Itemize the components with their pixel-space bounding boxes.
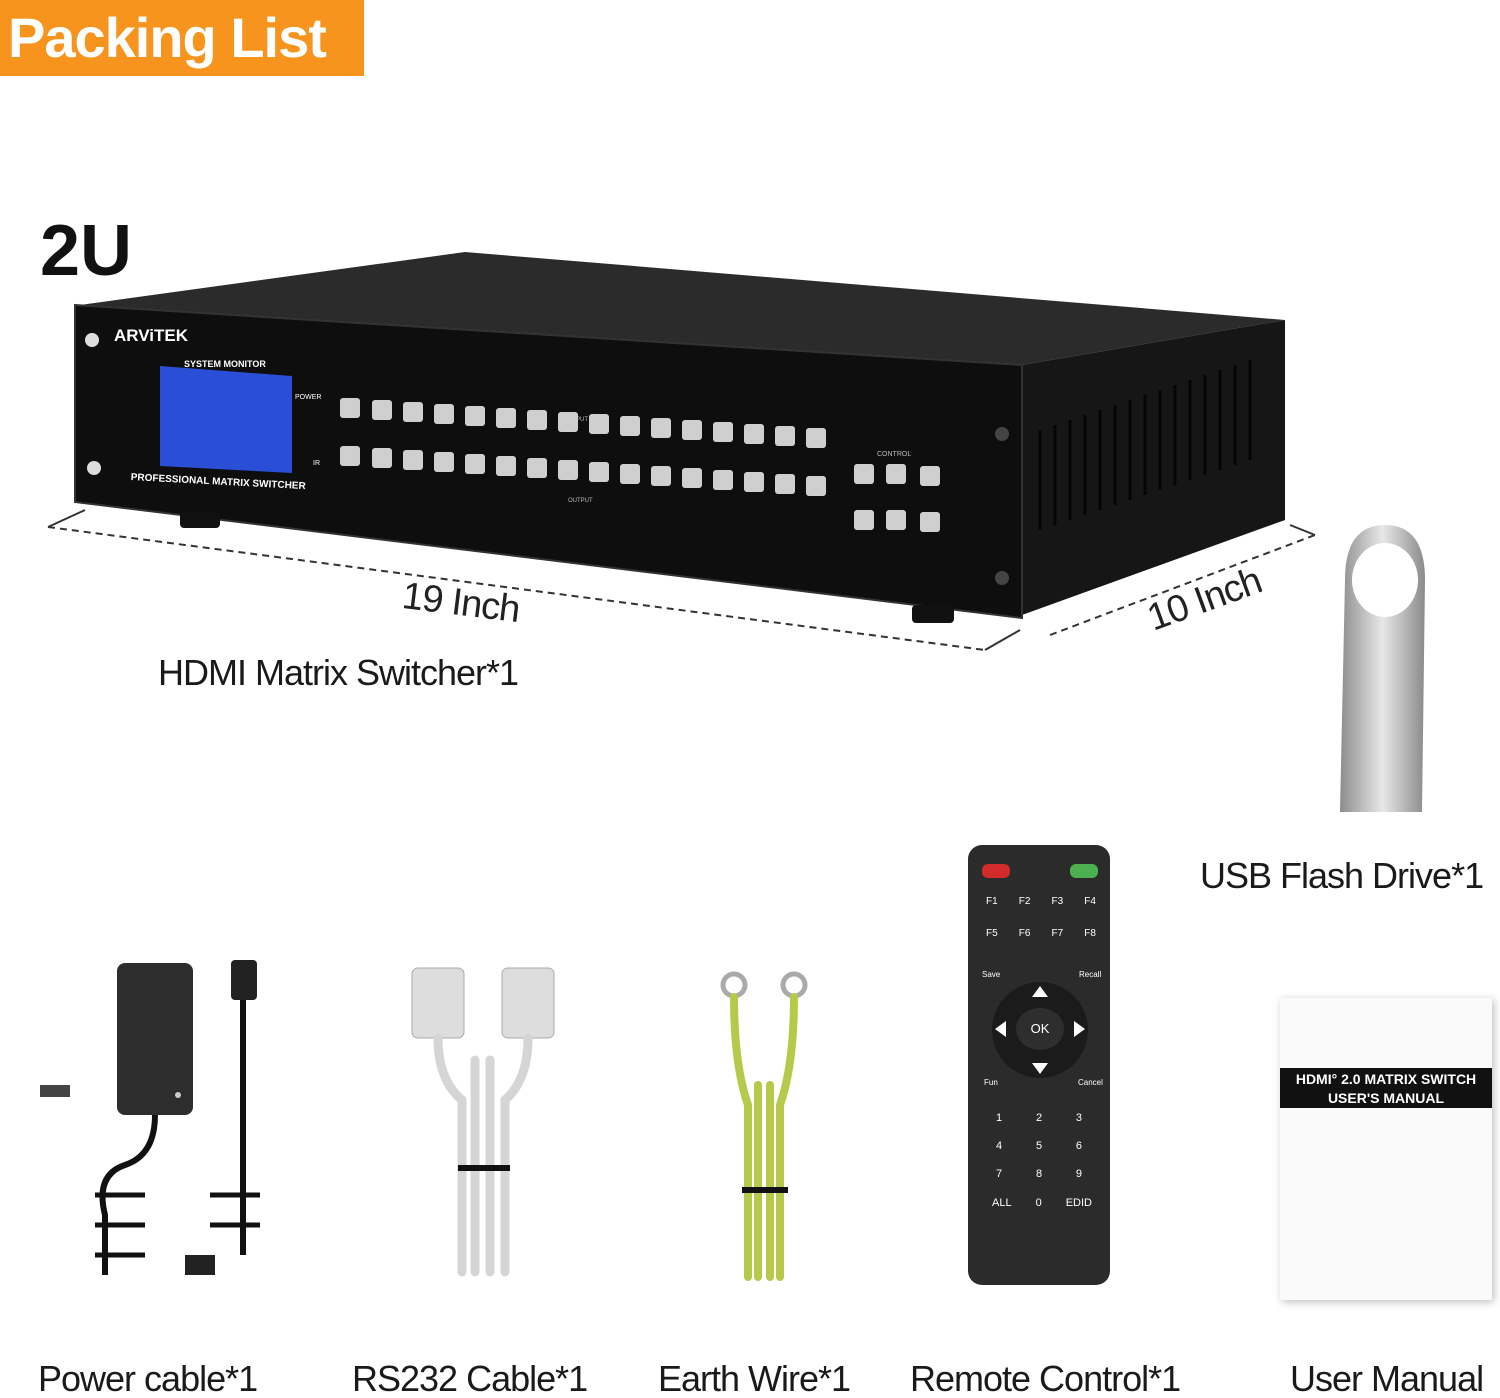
remote-key-1: 1: [996, 1112, 1003, 1124]
control-label: CONTROL: [877, 451, 912, 458]
remote-up-arrow-icon: [1032, 986, 1048, 997]
remote-down-arrow-icon: [1032, 1063, 1048, 1074]
remote-key-f4: F4: [1084, 896, 1096, 907]
remote-key-f1: F1: [986, 896, 998, 907]
manual-title-band: [1280, 1068, 1492, 1108]
dimension-lines: [47, 509, 1316, 651]
rs232-cable-image: [411, 967, 555, 1277]
manual-cover-line-1: HDMI° 2.0 MATRIX SWITCH: [1295, 1071, 1477, 1087]
remote-key-5: 5: [1035, 1140, 1043, 1152]
remote-key-7: 7: [996, 1168, 1003, 1180]
remote-left-arrow-icon: [995, 1021, 1006, 1037]
monitor-label: SYSTEM MONITOR: [184, 359, 266, 369]
power-label: POWER: [295, 394, 322, 401]
remote-key-all: ALL: [992, 1197, 1012, 1209]
usb-flash-drive-image: [1340, 525, 1425, 812]
remote-key-recall: Recall: [1079, 970, 1102, 979]
output-label: OUTPUT: [568, 498, 593, 504]
remote-power-icon: [982, 864, 1010, 878]
power-cable-image: [40, 960, 260, 1275]
earth-wire-image: [720, 971, 808, 1281]
remote-key-f7: F7: [1051, 928, 1064, 939]
remote-key-f5: F5: [986, 928, 998, 939]
user-manual-image: [1280, 998, 1492, 1300]
remote-key-edid: EDID: [1065, 1197, 1092, 1209]
remote-key-ok: OK: [1016, 1008, 1064, 1050]
remote-key-f3: F3: [1051, 896, 1064, 907]
remote-key-9: 9: [1075, 1168, 1082, 1180]
remote-key-6: 6: [1075, 1140, 1082, 1152]
input-label: INPUT: [570, 417, 588, 423]
remote-key-save: Save: [982, 970, 1001, 979]
rack-size-label: 2U: [40, 211, 133, 291]
brand-logo-text: ARViTEK: [114, 326, 189, 345]
remote-key-2: 2: [1035, 1112, 1043, 1124]
remote-right-arrow-icon: [1074, 1021, 1085, 1037]
remote-key-8: 8: [1035, 1168, 1043, 1180]
remote-key-0: 0: [1035, 1197, 1042, 1209]
caption-power-cable: Power cable*1: [38, 1358, 258, 1398]
remote-key-f6: F6: [1018, 928, 1031, 939]
remote-key-4: 4: [996, 1140, 1003, 1152]
caption-rs232-cable: RS232 Cable*1: [352, 1358, 588, 1398]
manual-cover-line-2: USER'S MANUAL: [1327, 1090, 1445, 1106]
caption-usb-flash-drive: USB Flash Drive*1: [1200, 855, 1484, 896]
caption-earth-wire: Earth Wire*1: [658, 1358, 851, 1398]
caption-user-manual: User Manual: [1290, 1358, 1484, 1398]
caption-remote-control: Remote Control*1: [910, 1358, 1181, 1398]
remote-key-fun: Fun: [984, 1078, 998, 1087]
matrix-switcher-image: [74, 252, 1285, 623]
caption-matrix-switcher: HDMI Matrix Switcher*1: [158, 652, 519, 693]
front-button-grid: [340, 398, 940, 532]
remote-key-cancel: Cancel: [1078, 1078, 1103, 1087]
remote-mute-icon: [1070, 864, 1098, 878]
remote-key-3: 3: [1075, 1112, 1082, 1124]
remote-key-f2: F2: [1018, 896, 1031, 907]
page-title: Packing List: [0, 0, 364, 76]
ir-label: IR: [313, 460, 320, 467]
remote-key-f8: F8: [1084, 928, 1096, 939]
